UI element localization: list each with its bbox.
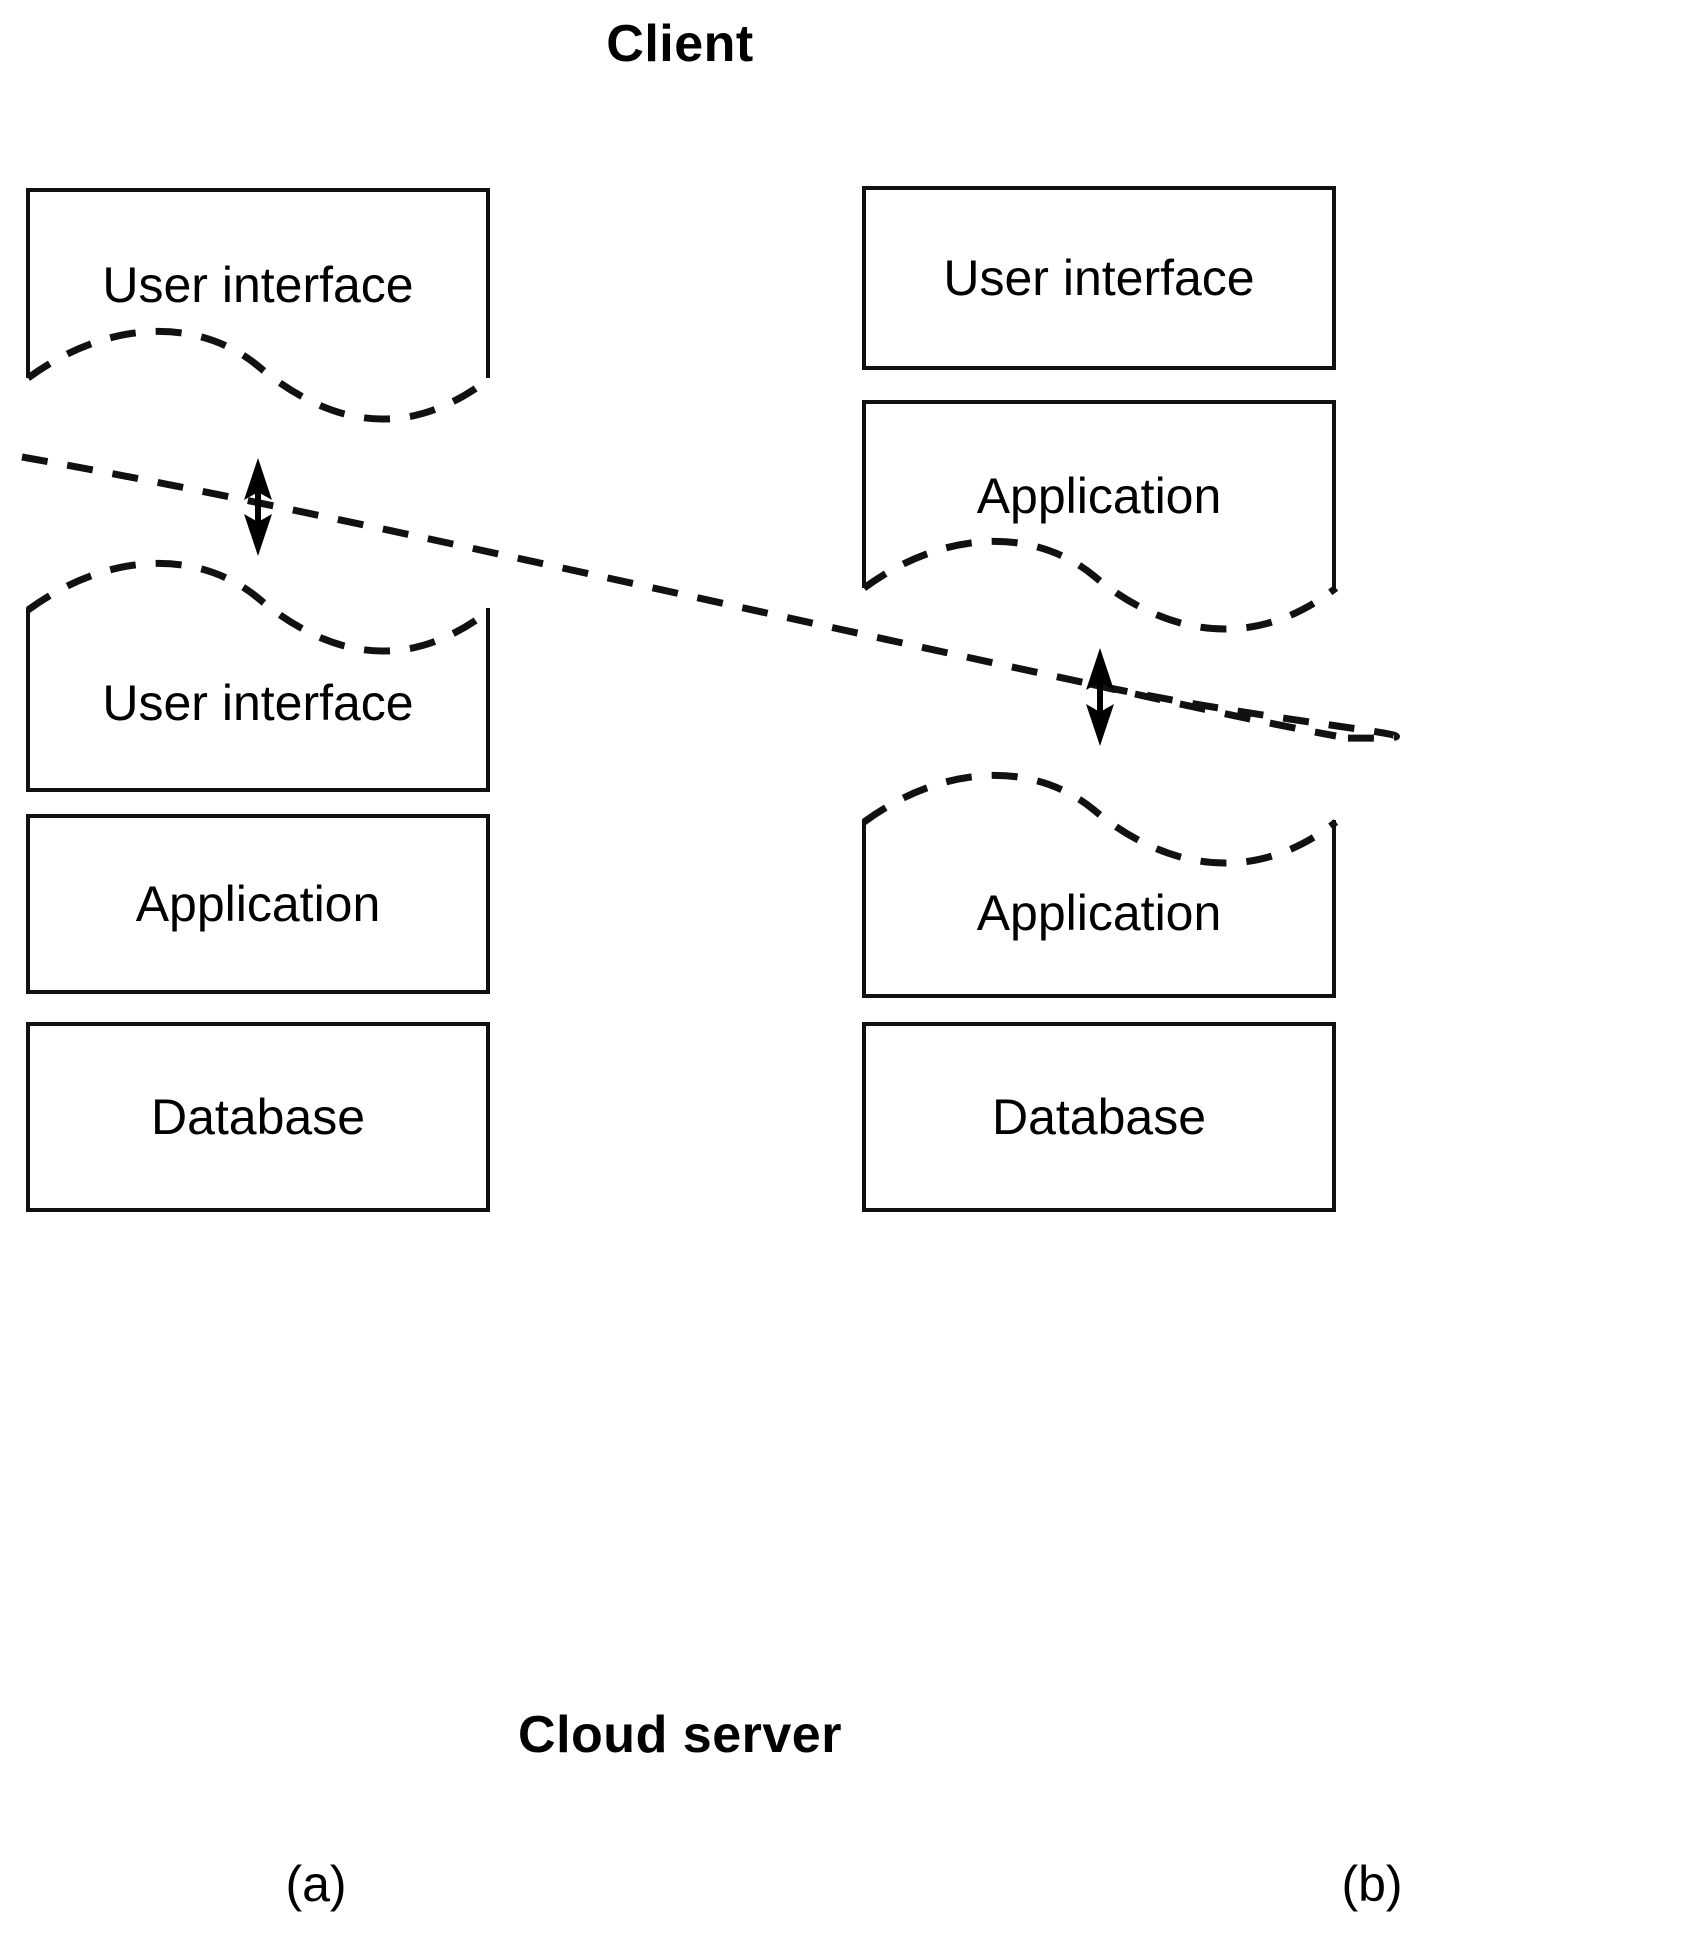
block-label: Database (991, 1089, 1207, 1145)
panel-b-block-application-client[interactable]: Application (862, 400, 1336, 588)
panel-a-block-user-interface-client[interactable]: User interface (26, 188, 490, 378)
panel-b-block-application-cloud[interactable]: Application (862, 820, 1336, 998)
cloud-server-title: Cloud server (518, 1706, 842, 1764)
panel-b-block-user-interface[interactable]: User interface (862, 186, 1336, 370)
block-label: Application (976, 468, 1222, 524)
client-title: Client (606, 15, 754, 73)
block-label: Database (150, 1089, 366, 1145)
panel-a-caption: (a) (285, 1856, 347, 1912)
block-label: User interface (102, 675, 414, 731)
block-label: User interface (943, 250, 1255, 306)
block-label: Application (976, 885, 1222, 941)
client-cloud-boundary-line-right (1089, 680, 1337, 740)
panel-a-boundary-arrow (244, 458, 272, 556)
panel-a-block-database[interactable]: Database (26, 1022, 490, 1212)
panel-a-block-application[interactable]: Application (26, 814, 490, 994)
panel-a-block-user-interface-cloud[interactable]: User interface (26, 608, 490, 792)
panel-b-boundary-arrow (1086, 648, 1114, 746)
panel-b-caption: (b) (1341, 1856, 1403, 1912)
block-label: User interface (102, 257, 414, 313)
panel-b-block-database[interactable]: Database (862, 1022, 1336, 1212)
block-label: Application (135, 876, 381, 932)
